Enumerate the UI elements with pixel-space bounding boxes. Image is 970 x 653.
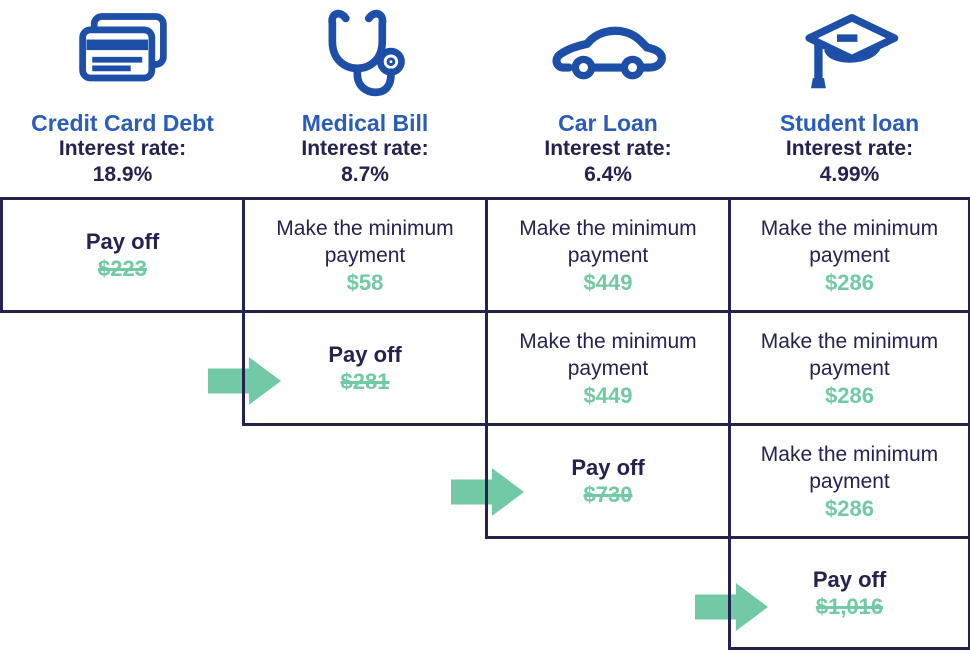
minimum-payment-amount: $449 xyxy=(583,269,633,295)
payoff-amount: $223 xyxy=(98,256,147,281)
minimum-payment-amount: $286 xyxy=(825,495,874,521)
car-icon xyxy=(549,2,667,104)
minimum-payment-label: Make the minimum payment xyxy=(760,216,939,267)
cell-minimum-medical-bill: Make the minimum payment $58 xyxy=(242,197,488,313)
interest-rate-label: Interest rate: xyxy=(544,137,672,160)
cell-payoff-car-loan: Pay off $730 xyxy=(485,423,731,539)
minimum-payment-amount: $449 xyxy=(583,382,633,408)
minimum-payment-label: Make the minimum payment xyxy=(760,442,939,493)
payoff-label: Pay off xyxy=(328,342,402,367)
cell-payoff-student-loan: Pay off $1,016 xyxy=(728,536,970,650)
minimum-payment-amount: $58 xyxy=(346,269,384,295)
column-title: Medical Bill xyxy=(301,110,429,136)
cell-minimum-car-loan: Make the minimum payment $449 xyxy=(485,310,731,426)
minimum-payment-amount: $286 xyxy=(825,382,874,408)
column-header-student-loan: Student loan Interest rate: 4.99% xyxy=(728,0,970,194)
graduation-cap-icon xyxy=(798,2,902,104)
column-title: Car Loan xyxy=(558,110,658,136)
cell-minimum-car-loan: Make the minimum payment $449 xyxy=(485,197,731,313)
interest-rate-label: Interest rate: xyxy=(301,137,429,160)
stethoscope-icon xyxy=(317,2,413,104)
cell-minimum-student-loan: Make the minimum payment $286 xyxy=(728,423,970,539)
payoff-label: Pay off xyxy=(85,229,160,254)
interest-rate-value: 8.7% xyxy=(341,163,389,186)
column-title: Credit Card Debt xyxy=(31,110,214,136)
column-header-medical-bill: Medical Bill Interest rate: 8.7% xyxy=(242,0,488,194)
payoff-amount: $1,016 xyxy=(815,594,884,619)
credit-card-icon xyxy=(73,2,173,104)
column-header-credit-card-debt: Credit Card Debt Interest rate: 18.9% xyxy=(0,0,245,194)
cell-payoff-medical-bill: Pay off $281 xyxy=(242,310,488,426)
payoff-label: Pay off xyxy=(812,567,887,592)
interest-rate-value: 6.4% xyxy=(584,163,632,186)
cell-minimum-student-loan: Make the minimum payment $286 xyxy=(728,197,970,313)
column-title: Student loan xyxy=(779,110,920,136)
minimum-payment-label: Make the minimum payment xyxy=(519,216,697,267)
interest-rate-label: Interest rate: xyxy=(58,137,187,160)
payoff-label: Pay off xyxy=(571,455,645,480)
payoff-amount: $730 xyxy=(583,482,633,507)
cell-minimum-student-loan: Make the minimum payment $286 xyxy=(728,310,970,426)
column-header-car-loan: Car Loan Interest rate: 6.4% xyxy=(485,0,731,194)
minimum-payment-amount: $286 xyxy=(825,269,874,295)
interest-rate-value: 4.99% xyxy=(819,163,880,186)
cell-payoff-credit-card: Pay off $223 xyxy=(0,197,245,313)
minimum-payment-label: Make the minimum payment xyxy=(276,216,454,267)
minimum-payment-label: Make the minimum payment xyxy=(760,329,939,380)
payoff-amount: $281 xyxy=(340,369,390,394)
interest-rate-label: Interest rate: xyxy=(785,137,914,160)
interest-rate-value: 18.9% xyxy=(92,163,153,186)
minimum-payment-label: Make the minimum payment xyxy=(519,329,697,380)
